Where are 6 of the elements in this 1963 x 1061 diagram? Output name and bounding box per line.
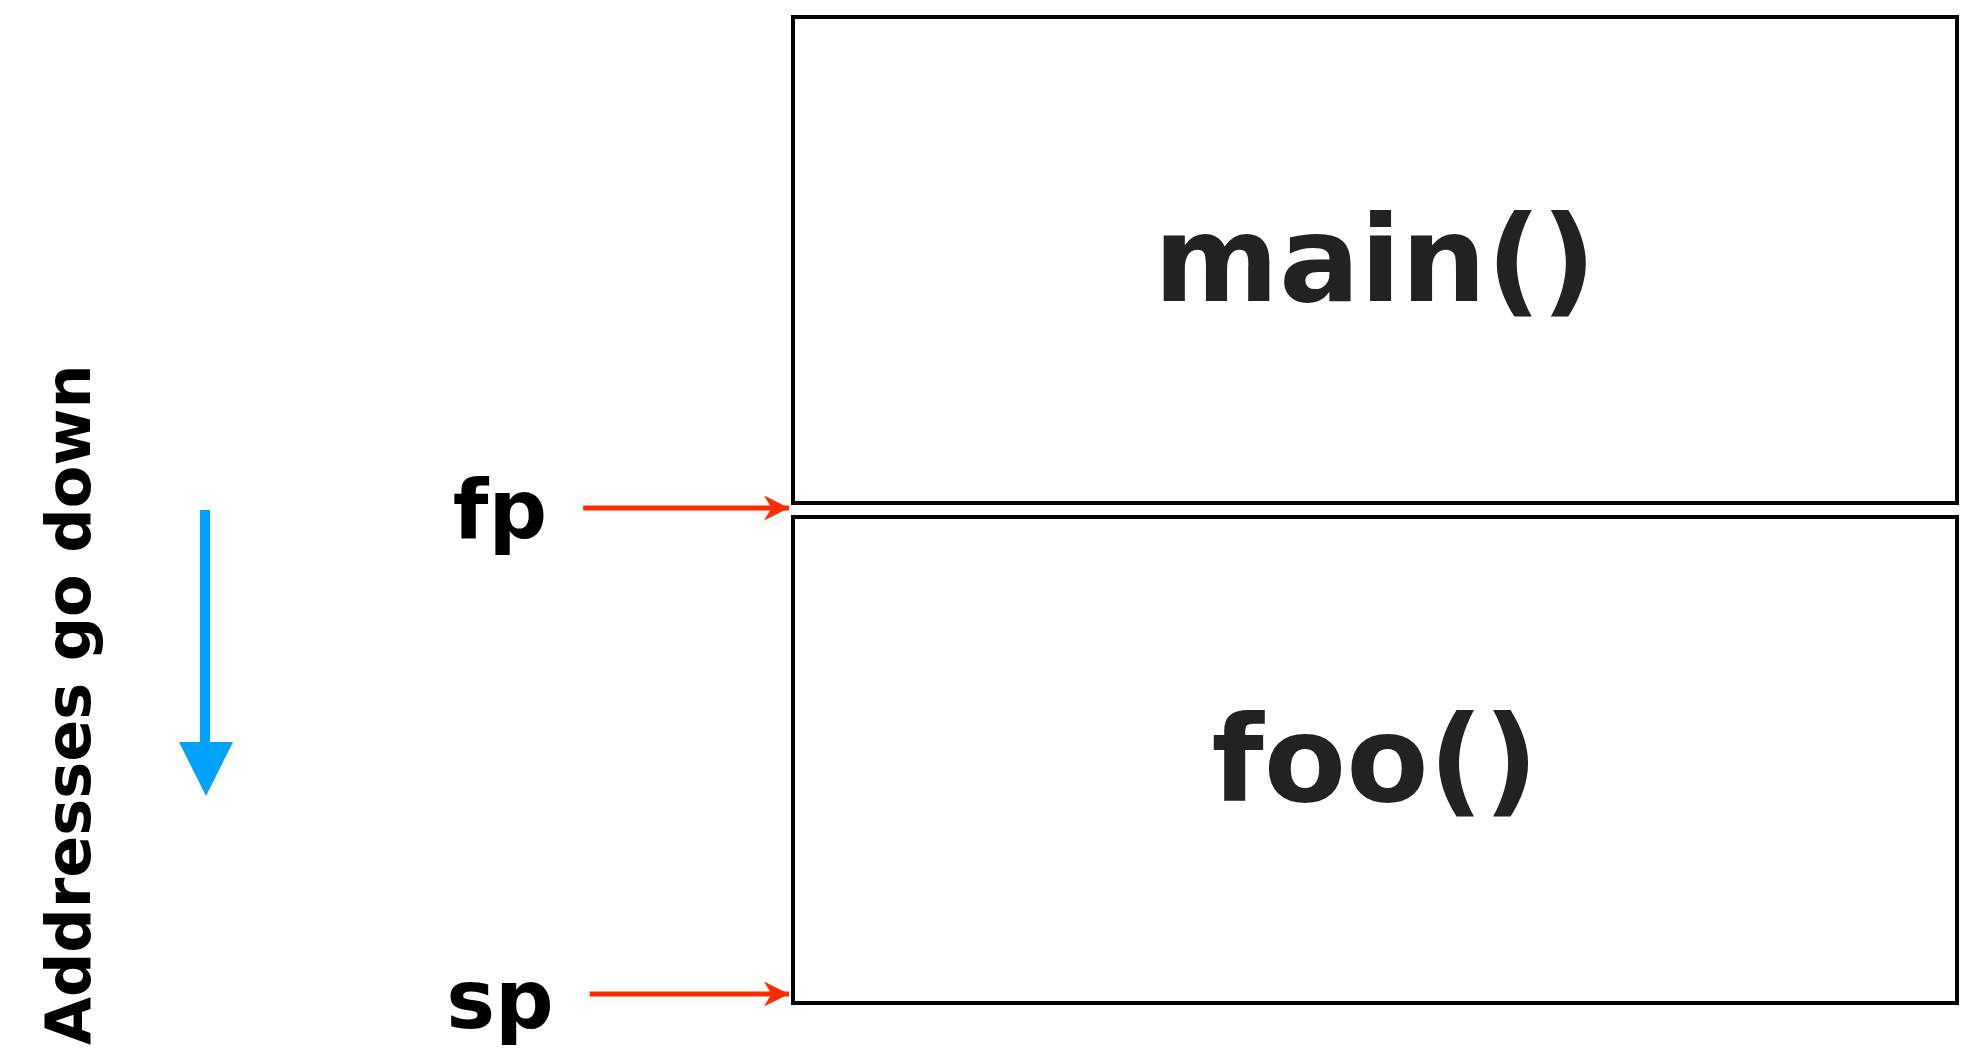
stack-frame-box: [791, 515, 1959, 1005]
function-name: main(): [1153, 200, 1597, 320]
stack-frame-box: [791, 15, 1959, 505]
function-name: foo(): [1211, 700, 1539, 820]
arrow: [583, 495, 789, 521]
arrow: [589, 981, 789, 1007]
